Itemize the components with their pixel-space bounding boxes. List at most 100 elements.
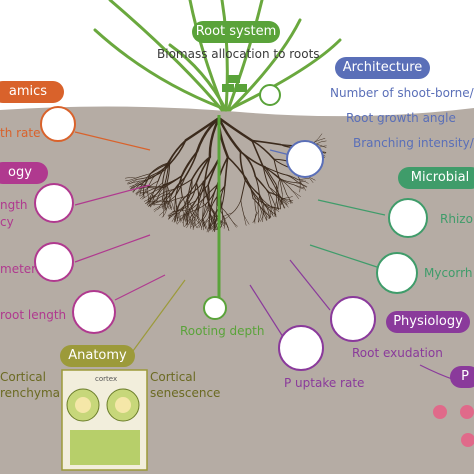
- root-segment: [202, 217, 208, 228]
- root-segment: [142, 187, 145, 199]
- mycorrhiza-label: Mycorrh: [424, 266, 473, 280]
- root-segment: [162, 197, 166, 209]
- root-segment: [262, 209, 272, 218]
- cortex-inset-label: cortex: [95, 375, 118, 383]
- root-segment: [166, 193, 173, 209]
- root-segment: [146, 176, 154, 191]
- root-segment: [203, 156, 211, 186]
- root-segment: [224, 156, 229, 187]
- root-segment: [169, 198, 174, 210]
- root-segment: [145, 195, 154, 204]
- root-segment: [220, 206, 231, 219]
- root-segment: [208, 116, 221, 159]
- root-segment: [184, 150, 198, 179]
- root-segment: [254, 212, 257, 224]
- rhizobia-bubble: [388, 198, 428, 238]
- root-segment: [163, 175, 183, 188]
- root-segment: [188, 214, 193, 226]
- root-segment: [176, 212, 180, 224]
- specific-root-length-bubble: [72, 290, 116, 334]
- root-segment: [182, 200, 196, 210]
- root-segment: [178, 201, 190, 214]
- root-segment: [282, 198, 293, 203]
- root-segment: [251, 139, 265, 168]
- diameter-bubble: [34, 242, 74, 282]
- root-segment: [202, 181, 205, 204]
- root-segment: [294, 182, 306, 187]
- root-segment: [209, 219, 212, 231]
- root-segment: [188, 181, 197, 203]
- p-uptake-label: P uptake rate: [284, 376, 365, 390]
- root-segment: [165, 184, 168, 200]
- root-segment: [262, 209, 267, 221]
- connector-lines: [74, 131, 456, 381]
- root-segment: [168, 139, 187, 165]
- architecture-pill: Architecture: [335, 57, 430, 79]
- root-segment: [187, 178, 193, 201]
- cortical-label-right: Cortical: [150, 370, 196, 384]
- root-segment: [267, 205, 274, 216]
- shoot-leaves: [93, 0, 342, 112]
- root-segment: [203, 184, 211, 206]
- physiology-pill: Physiology: [386, 311, 470, 333]
- root-segment: [264, 166, 277, 185]
- root-segment: [184, 217, 191, 228]
- root-segment: [267, 205, 279, 209]
- root-segment: [158, 193, 173, 202]
- diameter-label: meter: [0, 262, 37, 276]
- root-segment: [240, 179, 246, 201]
- root-segment: [259, 194, 268, 209]
- root-segment: [245, 178, 254, 200]
- root-segment: [209, 204, 212, 221]
- root-segment: [262, 166, 270, 188]
- anatomy-pill: Anatomy: [60, 345, 135, 367]
- root-segment: [294, 180, 306, 183]
- length-label: ngth: [0, 198, 28, 212]
- root-segment: [152, 194, 161, 203]
- root-segment: [181, 196, 187, 212]
- root-segment: [291, 190, 299, 199]
- root-segment: [174, 195, 177, 212]
- root-system-pill: Root system: [192, 21, 280, 43]
- mycorrhiza-bubble: [376, 252, 418, 294]
- root-segment: [187, 199, 194, 214]
- root-segment: [273, 184, 282, 199]
- root-segment: [202, 202, 204, 219]
- root-segment: [165, 198, 172, 209]
- root-segment: [280, 197, 285, 209]
- root-segment: [182, 209, 186, 221]
- root-segment: [197, 184, 205, 206]
- root-segment: [182, 215, 185, 227]
- root-segment: [136, 187, 145, 196]
- density-label: cy: [0, 215, 14, 229]
- root-segment: [239, 150, 257, 178]
- aerenchyma-label: renchyma: [0, 386, 61, 400]
- growth-rate-label: th rate: [0, 126, 41, 140]
- root-segment: [152, 163, 171, 178]
- root-segment: [267, 206, 274, 217]
- root-segment: [184, 116, 221, 142]
- root-segment: [162, 205, 165, 218]
- root-segment: [267, 192, 273, 208]
- root-segment: [181, 150, 198, 177]
- root-segment: [254, 197, 269, 206]
- biomass-blocks-icon: [222, 75, 281, 106]
- root-segment: [254, 175, 269, 194]
- root-segment: [232, 200, 242, 214]
- p-uptake-bubble: [278, 325, 324, 371]
- root-segment: [125, 177, 137, 182]
- shoot-borne-label: Number of shoot-borne/: [330, 86, 474, 100]
- root-segment: [254, 197, 257, 213]
- root-segment: [125, 177, 137, 179]
- root-segment: [138, 190, 150, 194]
- rhizobia-label: Rhizo: [440, 212, 473, 226]
- root-segment: [196, 218, 204, 229]
- root-segment: [209, 204, 215, 220]
- root-segment: [186, 214, 189, 226]
- root-segment: [252, 198, 264, 211]
- root-segment: [278, 198, 288, 206]
- root-segment: [281, 196, 293, 199]
- root-segment: [214, 219, 218, 230]
- root-exudation-label: Root exudation: [352, 346, 443, 360]
- root-segment: [157, 162, 169, 182]
